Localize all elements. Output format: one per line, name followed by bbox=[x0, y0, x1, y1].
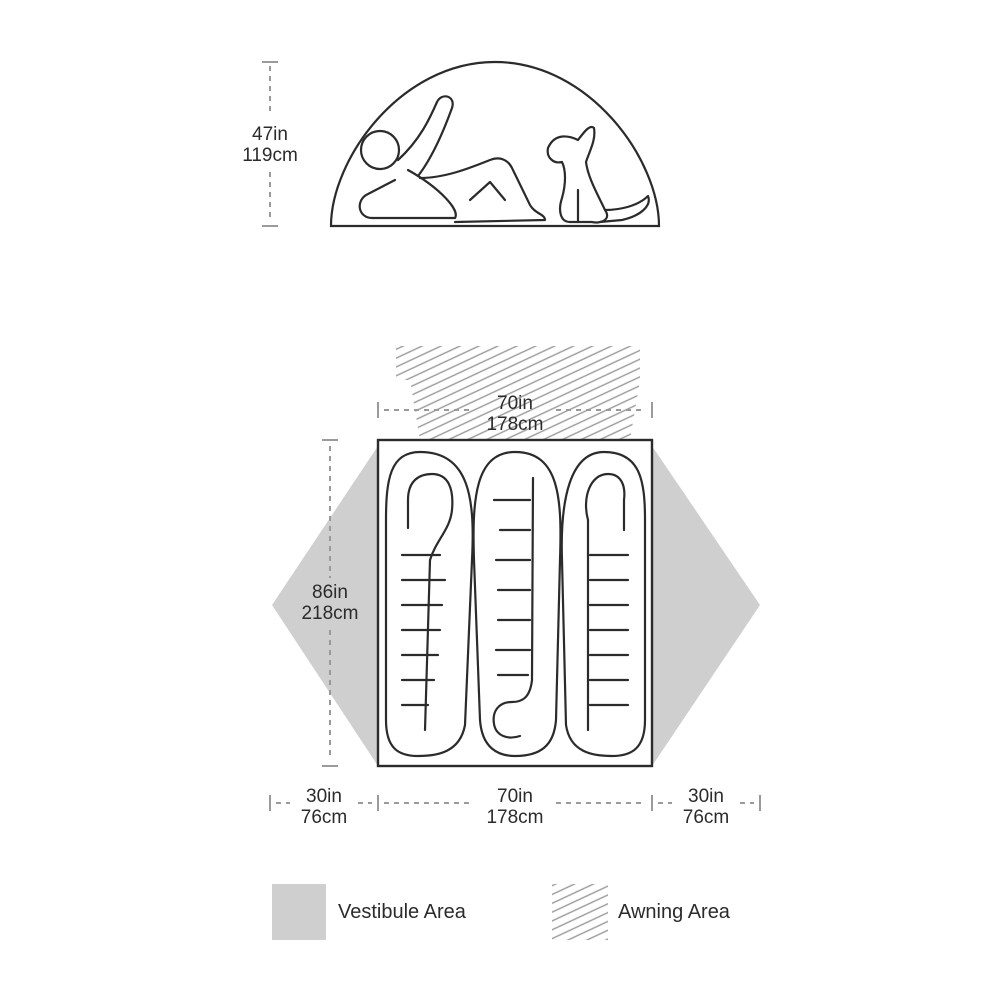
sleeping-bag-left bbox=[384, 450, 474, 758]
floor-width-label: 70in 178cm bbox=[465, 786, 565, 828]
left-vestibule-label: 30in 76cm bbox=[284, 786, 364, 828]
height-in: 47in bbox=[252, 124, 288, 145]
left-vestibule-area bbox=[272, 446, 378, 766]
height-label: 47in 119cm bbox=[222, 124, 318, 166]
legend-awning-swatch bbox=[552, 884, 608, 940]
tent-dome-outline bbox=[329, 60, 661, 228]
bag-stitch-lines bbox=[588, 553, 630, 707]
right-vestibule-area bbox=[652, 446, 760, 766]
floor-length-dimension-line bbox=[322, 439, 338, 767]
floor-width-in: 70in bbox=[497, 786, 533, 807]
floor-width-cm: 178cm bbox=[486, 807, 544, 828]
side-profile bbox=[262, 60, 661, 228]
sleeping-bag-middle bbox=[472, 450, 562, 758]
legend-vestibule-label: Vestibule Area bbox=[338, 901, 466, 923]
awning-width-in: 70in bbox=[497, 393, 533, 414]
bag-stitch-lines bbox=[492, 498, 532, 677]
tent-floor bbox=[376, 438, 654, 768]
legend-vestibule-swatch bbox=[272, 884, 326, 940]
right-vestibule-cm: 76cm bbox=[682, 807, 730, 828]
bottom-width-dimension-line bbox=[269, 795, 761, 811]
left-vestibule-in: 30in bbox=[306, 786, 342, 807]
dog-figure bbox=[546, 125, 650, 224]
right-vestibule-in: 30in bbox=[688, 786, 724, 807]
reclining-person-figure bbox=[358, 95, 547, 224]
awning-width-label: 70in 178cm bbox=[465, 393, 565, 435]
left-vestibule-cm: 76cm bbox=[300, 807, 348, 828]
floor-plan bbox=[269, 346, 761, 811]
sleeping-bag-right bbox=[560, 450, 647, 758]
height-cm: 119cm bbox=[242, 145, 298, 166]
awning-width-dimension-line bbox=[377, 402, 653, 418]
legend-awning-label: Awning Area bbox=[618, 901, 730, 923]
awning-width-cm: 178cm bbox=[486, 414, 544, 435]
height-dimension-line bbox=[262, 61, 278, 227]
floor-length-in: 86in bbox=[312, 582, 348, 603]
bag-stitch-lines bbox=[400, 553, 447, 707]
floor-length-cm: 218cm bbox=[301, 603, 359, 624]
right-vestibule-label: 30in 76cm bbox=[666, 786, 746, 828]
awning-area bbox=[396, 346, 640, 440]
floor-length-label: 86in 218cm bbox=[287, 582, 373, 624]
